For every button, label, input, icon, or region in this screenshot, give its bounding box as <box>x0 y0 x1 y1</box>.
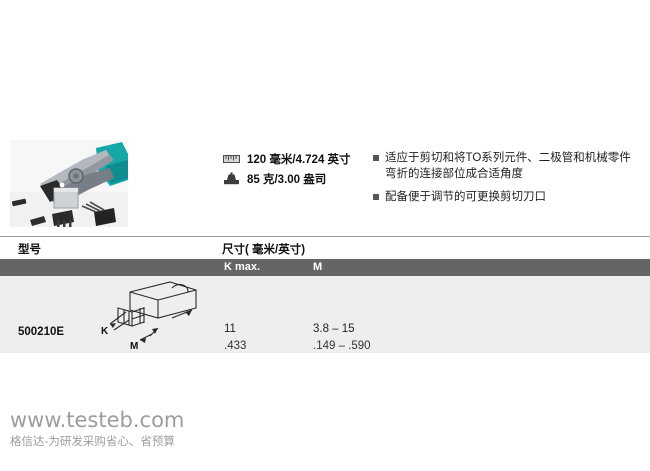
specification-table: 型号 尺寸( 毫米/英寸) K max. M 500210E <box>0 236 650 353</box>
cell-m-inch: .149 – .590 <box>313 340 371 352</box>
table-header-top: 型号 尺寸( 毫米/英寸) <box>0 236 650 259</box>
specifications-list: 120 毫米/4.724 英寸 85 克/3.00 盎司 <box>223 150 373 190</box>
spec-length-value: 120 毫米/4.724 英寸 <box>247 153 351 166</box>
column-header-model: 型号 <box>18 244 41 256</box>
table-row: 500210E <box>0 276 650 353</box>
bullet-square-icon <box>373 194 379 200</box>
footer-slogan: 格信达-为研发采购省心、省预算 <box>10 436 175 448</box>
cell-k-mm: 11 <box>224 323 236 335</box>
product-photo <box>10 140 128 227</box>
column-header-k-max: K max. <box>224 261 261 273</box>
ruler-icon <box>223 155 240 163</box>
cell-m-values: 3.8 – 15 .149 – .590 <box>313 321 371 355</box>
footer-watermark: www.testeb.com 格信达-为研发采购省心、省预算 <box>10 408 310 450</box>
spec-weight-value: 85 克/3.00 盎司 <box>247 173 327 186</box>
feature-item: 配备便于调节的可更换剪切刀口 <box>373 189 641 205</box>
feature-item: 适应于剪切和将TO系列元件、二极管和机械零件弯折的连接部位成合适角度 <box>373 150 641 182</box>
drawing-label-k: K <box>101 326 109 337</box>
feature-text: 配备便于调节的可更换剪切刀口 <box>385 191 546 203</box>
column-header-m: M <box>313 261 323 273</box>
cell-model-number: 500210E <box>18 326 65 338</box>
feature-list: 适应于剪切和将TO系列元件、二极管和机械零件弯折的连接部位成合适角度 配备便于调… <box>373 150 641 212</box>
to-package-dimension-drawing: K M <box>96 278 212 352</box>
feature-text: 适应于剪切和将TO系列元件、二极管和机械零件弯折的连接部位成合适角度 <box>385 152 631 180</box>
footer-url[interactable]: www.testeb.com <box>10 408 185 432</box>
table-header-sub: K max. M <box>0 259 650 276</box>
dimension-drawing-image: K M <box>101 281 197 352</box>
drawing-label-m: M <box>130 341 138 352</box>
column-header-dimensions: 尺寸( 毫米/英寸) <box>222 244 306 256</box>
spec-row-weight: 85 克/3.00 盎司 <box>223 170 373 187</box>
cell-m-mm: 3.8 – 15 <box>313 323 355 335</box>
product-photo-image <box>10 140 128 227</box>
weight-icon <box>224 172 239 185</box>
bullet-square-icon <box>373 155 379 161</box>
spec-row-length: 120 毫米/4.724 英寸 <box>223 150 373 167</box>
cell-k-inch: .433 <box>224 340 247 352</box>
cell-k-values: 11 .433 <box>224 321 246 355</box>
